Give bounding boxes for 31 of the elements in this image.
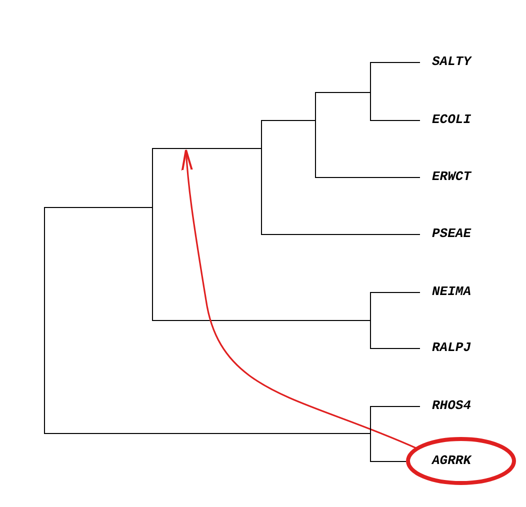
highlight-ellipse [406, 437, 516, 485]
branch-line [315, 92, 316, 178]
taxon-label: RALPJ [420, 340, 472, 356]
branch-line [370, 461, 406, 462]
taxon-label: SALTY [420, 54, 472, 70]
branch-line [370, 62, 371, 121]
taxon-label: PSEAE [420, 226, 472, 242]
branch-line [370, 348, 420, 349]
branch-line [261, 120, 262, 235]
branch-line [370, 406, 420, 407]
branch-line [44, 207, 152, 208]
branch-line [316, 177, 420, 178]
taxon-label: ECOLI [420, 112, 472, 128]
branch-line [370, 62, 420, 63]
branch-line [370, 120, 420, 121]
branch-line [370, 292, 371, 349]
branch-line [152, 320, 370, 321]
branch-line [152, 148, 262, 149]
branch-line [44, 207, 45, 434]
branch-line [370, 406, 371, 462]
taxon-label: AGRRK [432, 453, 472, 469]
taxon-label: NEIMA [420, 284, 472, 300]
branch-line [316, 92, 370, 93]
branch-line [262, 120, 316, 121]
taxon-label: RHOS4 [420, 398, 472, 414]
arrow [179, 149, 418, 450]
branch-line [370, 292, 420, 293]
branch-line [152, 148, 153, 321]
branch-line [44, 433, 370, 434]
branch-line [262, 234, 420, 235]
taxon-label: ERWCT [420, 169, 472, 185]
